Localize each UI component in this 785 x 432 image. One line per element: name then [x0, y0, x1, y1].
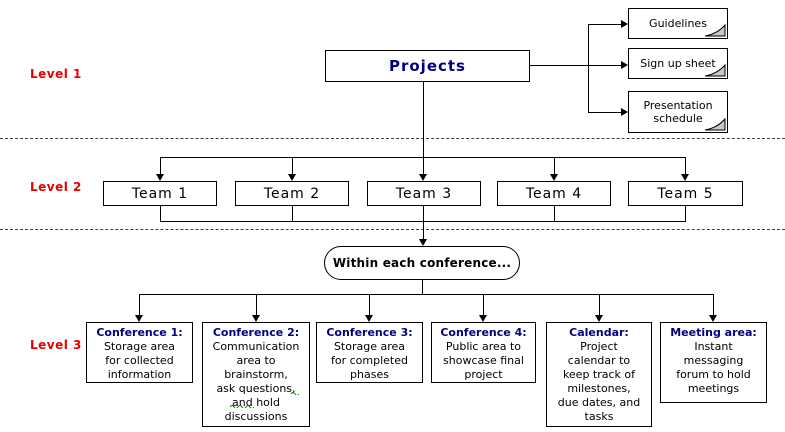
connector-line: [554, 157, 555, 175]
box-body: Storage area for collected information: [103, 340, 176, 381]
document-box-sign-up-sheet: Sign up sheet: [628, 48, 728, 79]
connector-line: [588, 24, 589, 113]
folded-corner-icon: [704, 64, 726, 77]
arrowhead-down-icon: [156, 174, 164, 181]
spellcheck-squiggle-icon: [291, 392, 299, 395]
connector-line: [160, 157, 161, 175]
arrowhead-down-icon: [681, 174, 689, 181]
team-box-5: Team 5: [628, 181, 743, 206]
box-title: Conference 1:: [96, 326, 183, 339]
connector-line: [554, 206, 555, 221]
projects-box: Projects: [325, 50, 530, 82]
arrowhead-right-icon: [621, 61, 628, 69]
team-label: Team 1: [131, 185, 189, 202]
arrowhead-down-icon: [288, 174, 296, 181]
connector-line: [422, 280, 423, 294]
box-body: Project calendar to keep track of milest…: [557, 340, 641, 423]
box-title: Conference 3:: [326, 326, 413, 339]
connector-line: [713, 294, 714, 315]
connector-line: [423, 206, 424, 240]
box-title: Conference 2:: [212, 326, 300, 339]
arrowhead-down-icon: [479, 315, 487, 322]
arrowhead-down-icon: [550, 174, 558, 181]
calendar-box: Calendar: Project calendar to keep track…: [546, 322, 652, 427]
arrowhead-right-icon: [621, 20, 628, 28]
arrowhead-down-icon: [419, 174, 427, 181]
connector-line: [588, 24, 621, 25]
connector-line: [530, 65, 621, 66]
within-each-conference-ellipse: Within each conference...: [324, 246, 520, 280]
arrowhead-down-icon: [595, 315, 603, 322]
connector-line: [369, 294, 370, 315]
folded-corner-icon: [704, 24, 726, 37]
team-label: Team 4: [525, 185, 583, 202]
conference-2-box: Conference 2: Communication area to brai…: [202, 322, 310, 427]
connector-line: [256, 294, 257, 315]
connector-line: [685, 157, 686, 175]
team-label: Team 2: [263, 185, 321, 202]
team-box-1: Team 1: [103, 181, 217, 206]
connector-line: [599, 294, 600, 315]
conference-3-box: Conference 3: Storage area for completed…: [316, 322, 423, 383]
connector-line: [160, 206, 161, 221]
connector-line: [685, 206, 686, 221]
connector-line: [483, 294, 484, 315]
box-body: Public area to showcase final project: [443, 340, 524, 381]
ellipse-label: Within each conference...: [332, 256, 512, 270]
document-box-presentation-schedule: Presentation schedule: [628, 91, 728, 133]
box-title: Meeting area:: [670, 326, 757, 339]
meeting-area-box: Meeting area: Instant messaging forum to…: [660, 322, 767, 403]
document-box-guidelines: Guidelines: [628, 8, 728, 39]
arrowhead-down-icon: [709, 315, 717, 322]
arrowhead-right-icon: [621, 108, 628, 116]
connector-line: [160, 157, 686, 158]
level-3-label: Level 3: [30, 338, 82, 352]
document-label: Guidelines: [649, 17, 707, 30]
conference-1-box: Conference 1: Storage area for collected…: [86, 322, 193, 383]
connector-line: [423, 82, 424, 175]
arrowhead-down-icon: [365, 315, 373, 322]
conference-4-box: Conference 4: Public area to showcase fi…: [431, 322, 536, 383]
level-1-label: Level 1: [30, 67, 82, 81]
box-title: Conference 4:: [440, 326, 527, 339]
arrowhead-down-icon: [135, 315, 143, 322]
box-title: Calendar:: [569, 326, 629, 339]
spellcheck-squiggle-icon: [230, 405, 254, 408]
connector-line: [292, 206, 293, 221]
arrowhead-down-icon: [419, 239, 427, 246]
projects-label: Projects: [388, 57, 466, 75]
connector-line: [139, 294, 140, 315]
arrowhead-down-icon: [252, 315, 260, 322]
folded-corner-icon: [704, 118, 726, 131]
connector-line: [292, 157, 293, 175]
document-label: Presentation schedule: [643, 99, 713, 125]
document-label: Sign up sheet: [640, 57, 716, 70]
team-box-4: Team 4: [497, 181, 611, 206]
team-box-2: Team 2: [235, 181, 349, 206]
connector-line: [588, 112, 621, 113]
level-separator-2: [0, 229, 785, 230]
team-label: Team 5: [657, 185, 714, 202]
team-box-3: Team 3: [367, 181, 481, 206]
box-body: Storage area for completed phases: [331, 340, 408, 381]
level-separator-1: [0, 138, 785, 139]
connector-line: [139, 294, 714, 295]
box-body: Instant messaging forum to hold meetings: [676, 340, 751, 395]
box-body: Communication area to brainstorm, ask qu…: [212, 340, 300, 423]
level-2-label: Level 2: [30, 180, 82, 194]
team-label: Team 3: [395, 185, 453, 202]
